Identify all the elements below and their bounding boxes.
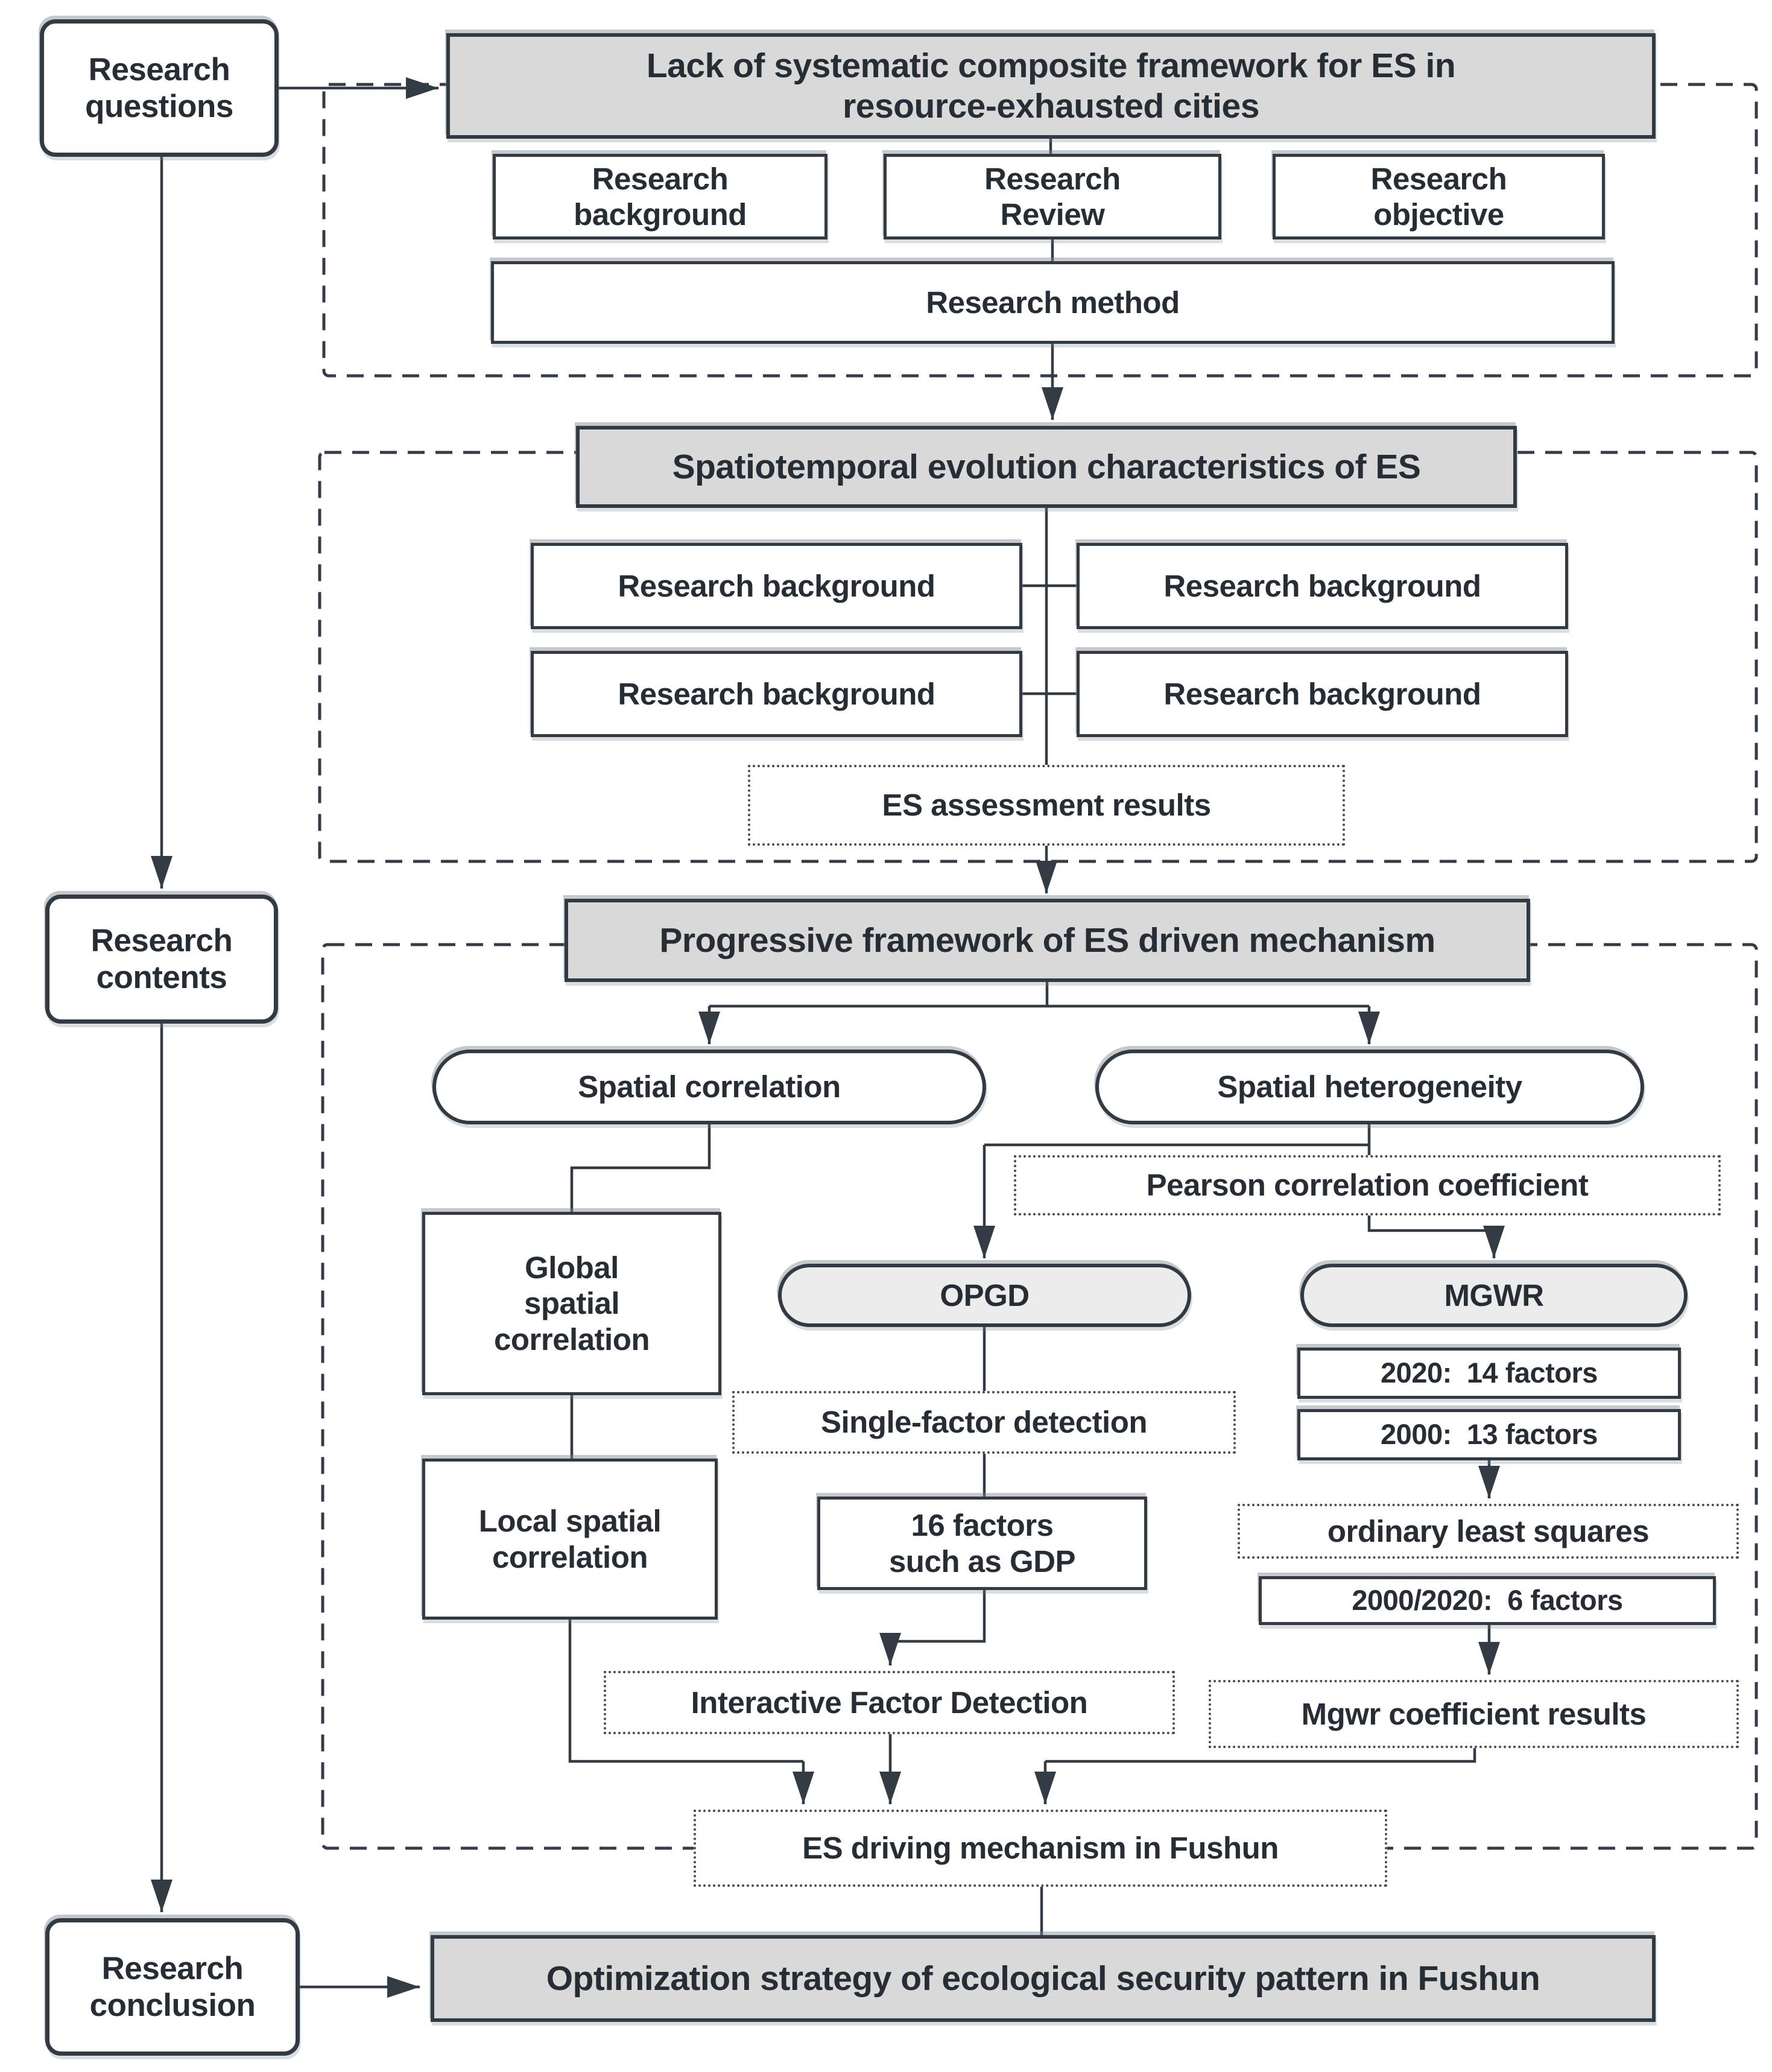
research-method-label: Research method: [926, 285, 1180, 320]
node-research-review: Research Review: [884, 154, 1221, 239]
node-2020-14-factors: 2020: 14 factors: [1297, 1348, 1681, 1399]
elbow-local-to-driving: [568, 1619, 803, 1763]
16-factors-label: 16 factors such as GDP: [888, 1508, 1076, 1579]
node-optimization-strategy: Optimization strategy of ecological secu…: [431, 1935, 1656, 2022]
node-mgwr: MGWR: [1300, 1264, 1688, 1327]
node-research-background-s1: Research background: [493, 154, 827, 239]
pearson-coefficient-label: Pearson correlation coefficient: [1146, 1168, 1589, 1203]
node-spatial-heterogeneity: Spatial heterogeneity: [1095, 1050, 1644, 1124]
elbow-correlation-to-global: [570, 1124, 711, 1214]
node-research-method: Research method: [491, 261, 1615, 344]
opgd-label: OPGD: [940, 1278, 1030, 1313]
node-progressive-header: Progressive framework of ES driven mecha…: [565, 899, 1530, 982]
elbow-pearson-to-mgwr: [1367, 1214, 1494, 1232]
research-questions-label: Research questions: [85, 51, 233, 124]
elbow-16factors-to-interactive: [890, 1590, 986, 1643]
node-lack-of-framework-header: Lack of systematic composite framework f…: [446, 33, 1656, 139]
research-review-label: Research Review: [984, 161, 1121, 232]
ordinary-least-squares-label: ordinary least squares: [1327, 1513, 1650, 1548]
lack-of-framework-label: Lack of systematic composite framework f…: [646, 46, 1456, 125]
single-factor-detection-label: Single-factor detection: [820, 1405, 1148, 1440]
spatial-heterogeneity-label: Spatial heterogeneity: [1217, 1069, 1522, 1104]
node-pearson-coefficient: Pearson correlation coefficient: [1014, 1155, 1721, 1215]
node-2000-2020-6-factors: 2000/2020: 6 factors: [1259, 1576, 1716, 1625]
node-research-background-2: Research background: [1077, 543, 1568, 629]
node-2000-13-factors: 2000: 13 factors: [1297, 1409, 1681, 1460]
node-16-factors: 16 factors such as GDP: [817, 1497, 1147, 1590]
research-conclusion-label: Research conclusion: [89, 1950, 256, 2023]
node-single-factor-detection: Single-factor detection: [732, 1391, 1236, 1454]
research-background-2-label: Research background: [1163, 568, 1481, 603]
node-es-driving-mechanism: ES driving mechanism in Fushun: [694, 1810, 1387, 1887]
spatiotemporal-header-label: Spatiotemporal evolution characteristics…: [672, 447, 1421, 486]
research-background-4-label: Research background: [1163, 676, 1481, 711]
node-research-objective: Research objective: [1273, 154, 1605, 239]
research-objective-label: Research objective: [1370, 161, 1507, 232]
node-mgwr-coefficient-results: Mgwr coefficient results: [1209, 1680, 1739, 1748]
optimization-strategy-label: Optimization strategy of ecological secu…: [546, 1959, 1540, 1998]
node-research-background-3: Research background: [531, 651, 1022, 737]
elbow-results-to-driving: [1045, 1747, 1476, 1763]
es-driving-mechanism-label: ES driving mechanism in Fushun: [802, 1831, 1279, 1866]
2000-2020-6-factors-label: 2000/2020: 6 factors: [1352, 1584, 1623, 1617]
node-research-background-1: Research background: [531, 543, 1022, 629]
interactive-factor-detection-label: Interactive Factor Detection: [691, 1685, 1088, 1720]
local-spatial-correlation-label: Local spatial correlation: [478, 1504, 662, 1574]
mgwr-label: MGWR: [1444, 1278, 1544, 1313]
node-spatial-correlation: Spatial correlation: [432, 1050, 986, 1124]
progressive-header-label: Progressive framework of ES driven mecha…: [659, 920, 1435, 960]
es-assessment-results-label: ES assessment results: [882, 788, 1211, 823]
node-ordinary-least-squares: ordinary least squares: [1238, 1504, 1739, 1559]
research-background-s1-label: Research background: [574, 161, 747, 232]
node-opgd: OPGD: [778, 1264, 1191, 1327]
node-global-spatial-correlation: Global spatial correlation: [422, 1212, 721, 1395]
node-es-assessment-results: ES assessment results: [748, 765, 1345, 846]
global-spatial-correlation-label: Global spatial correlation: [493, 1250, 650, 1357]
section1-dashed-border: [322, 83, 1758, 378]
research-background-1-label: Research background: [618, 568, 935, 603]
research-background-3-label: Research background: [618, 676, 935, 711]
node-interactive-factor-detection: Interactive Factor Detection: [604, 1671, 1175, 1734]
research-contents-label: Research contents: [90, 922, 233, 995]
node-research-background-4: Research background: [1077, 651, 1568, 737]
node-research-questions: Research questions: [40, 19, 279, 157]
node-local-spatial-correlation: Local spatial correlation: [422, 1459, 718, 1620]
2000-13-factors-label: 2000: 13 factors: [1381, 1418, 1598, 1451]
node-research-conclusion: Research conclusion: [45, 1918, 300, 2056]
mgwr-coefficient-results-label: Mgwr coefficient results: [1301, 1696, 1647, 1731]
2020-14-factors-label: 2020: 14 factors: [1381, 1357, 1598, 1389]
node-research-contents: Research contents: [45, 895, 278, 1024]
node-spatiotemporal-header: Spatiotemporal evolution characteristics…: [576, 426, 1517, 508]
spatial-correlation-label: Spatial correlation: [578, 1069, 841, 1104]
